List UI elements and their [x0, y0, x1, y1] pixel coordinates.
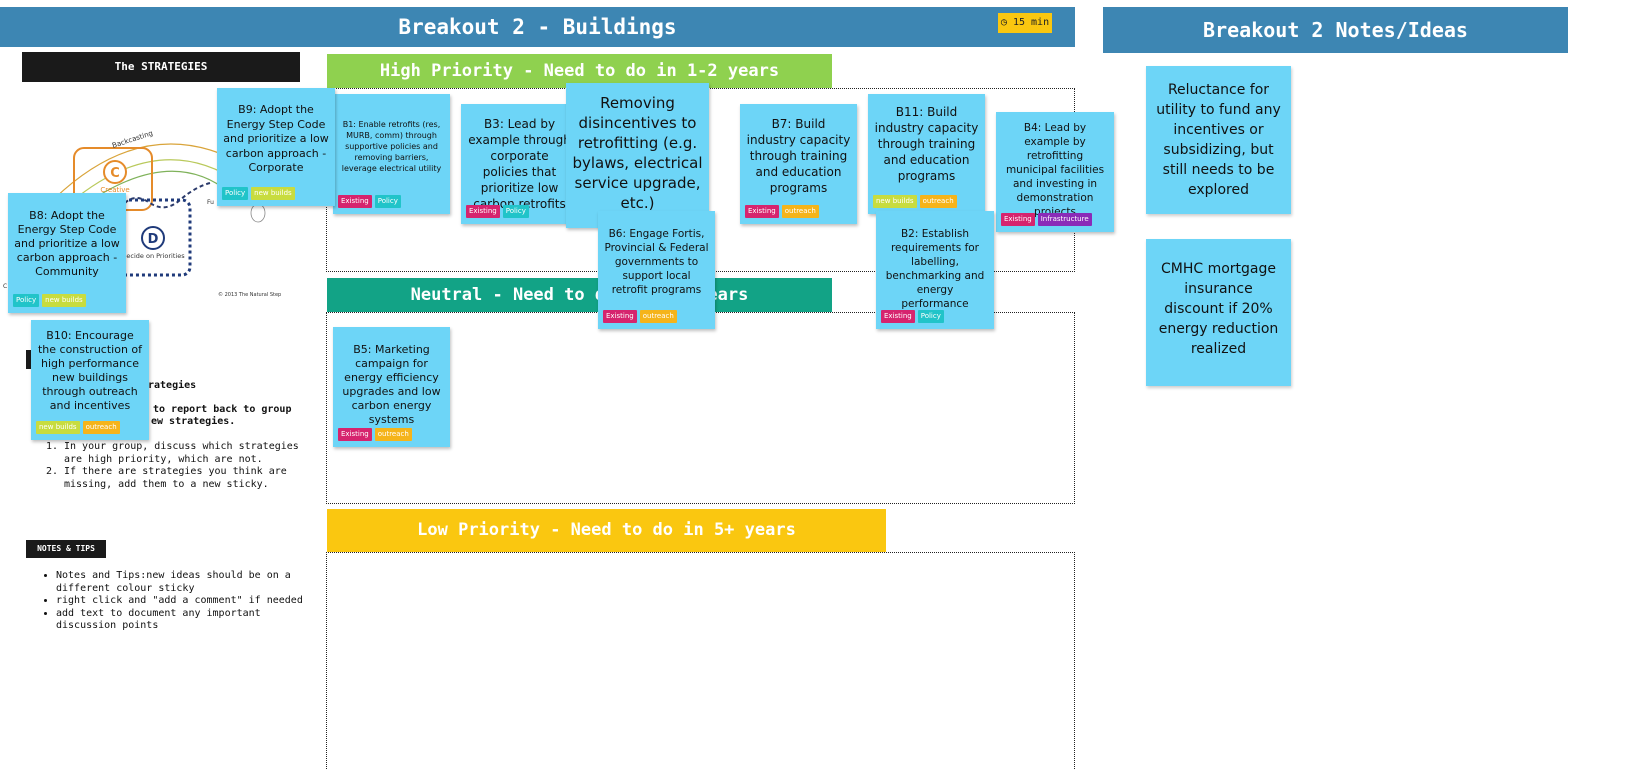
neutral-label: Neutral - Need to do in 3-5 years: [327, 278, 832, 312]
instructions-sub2: ew strategies.: [151, 416, 236, 427]
sticky-b1[interactable]: B1: Enable retrofits (res, MURB, comm) t…: [333, 94, 450, 214]
note-sticky-utility[interactable]: Reluctance for utility to fund any incen…: [1146, 66, 1291, 214]
tag-existing[interactable]: Existing: [1001, 213, 1035, 226]
tag-policy[interactable]: Policy: [222, 187, 249, 200]
sticky-b10[interactable]: B10: Encourage the construction of high …: [31, 320, 149, 440]
sticky-text: Removing disincentives to retrofitting (…: [572, 94, 703, 212]
strategies-label: The STRATEGIES: [22, 52, 300, 82]
sticky-b8[interactable]: B8: Adopt the Energy Step Code and prior…: [8, 193, 126, 313]
sticky-b3[interactable]: B3: Lead by example through corporate po…: [461, 104, 578, 224]
backcasting-diagram: C Creative Backcasting D Decide on Prior…: [3, 129, 281, 298]
sticky-b4[interactable]: B4: Lead by example by retrofitting muni…: [996, 112, 1114, 232]
tag-outreach[interactable]: outreach: [82, 421, 120, 434]
person-icon: [250, 203, 266, 223]
sticky-b6[interactable]: B6: Engage Fortis, Provincial & Federal …: [598, 211, 715, 329]
sticky-tags: Existing outreach: [745, 205, 819, 218]
tag-policy[interactable]: Policy: [374, 195, 401, 208]
tag-new-builds[interactable]: new builds: [873, 195, 917, 208]
backcasting-text: Backcasting: [111, 129, 154, 150]
tag-policy[interactable]: Policy: [502, 205, 529, 218]
notes-tips-label: NOTES & TIPS: [26, 540, 106, 558]
timer-text: 15 min: [1012, 17, 1050, 28]
tip-item: add text to document any important discu…: [56, 608, 316, 633]
sticky-tags: Existing Policy: [881, 310, 944, 323]
instructions-heading: rategies: [148, 380, 197, 391]
sticky-text: B2: Establish requirements for labelling…: [885, 228, 985, 310]
c-circle: [103, 160, 127, 184]
sticky-tags: Existing Policy: [466, 205, 529, 218]
sticky-tags: Existing Infrastructure: [1001, 213, 1092, 226]
notes-title-banner: Breakout 2 Notes/Ideas: [1103, 7, 1568, 53]
tag-policy[interactable]: Policy: [13, 294, 40, 307]
note-text: CMHC mortgage insurance discount if 20% …: [1158, 261, 1279, 357]
tag-outreach[interactable]: outreach: [919, 195, 957, 208]
note-sticky-cmhc[interactable]: CMHC mortgage insurance discount if 20% …: [1146, 239, 1291, 386]
sticky-tags: Policy new builds: [13, 294, 86, 307]
tag-existing[interactable]: Existing: [466, 205, 500, 218]
low-priority-zone[interactable]: [326, 552, 1075, 769]
board-title: Breakout 2 - Buildings: [398, 15, 677, 39]
tag-new-builds[interactable]: new builds: [36, 421, 80, 434]
sticky-text: B11: Build industry capacity through tra…: [874, 105, 979, 183]
tip-item: right click and "add a comment" if neede…: [56, 595, 316, 608]
creative-text: Creative: [100, 186, 129, 194]
instructions-sub1: to report back to group: [153, 404, 292, 415]
sticky-b2[interactable]: B2: Establish requirements for labelling…: [876, 211, 994, 329]
tag-existing[interactable]: Existing: [881, 310, 915, 323]
d-letter: D: [148, 232, 159, 247]
decide-text: Decide on Priorities: [121, 252, 185, 260]
sticky-text: B10: Encourage the construction of high …: [37, 329, 143, 412]
sticky-b5[interactable]: B5: Marketing campaign for energy effici…: [333, 327, 450, 447]
tag-new-builds[interactable]: new builds: [42, 294, 86, 307]
sticky-tags: new builds outreach: [36, 421, 120, 434]
d-circle: [141, 226, 165, 250]
tag-existing[interactable]: Existing: [338, 428, 372, 441]
instruction-step: If there are strategies you think are mi…: [64, 466, 319, 491]
tag-existing[interactable]: Existing: [745, 205, 779, 218]
sticky-tags: Policy new builds: [222, 187, 295, 200]
sticky-tags: Existing Policy: [338, 195, 401, 208]
instructions-steps: In your group, discuss which strategies …: [30, 441, 319, 491]
sticky-tags: new builds outreach: [873, 195, 957, 208]
sticky-text: B5: Marketing campaign for energy effici…: [342, 343, 441, 426]
sticky-removing-disincentives[interactable]: Removing disincentives to retrofitting (…: [566, 83, 709, 228]
sticky-text: B7: Build industry capacity through trai…: [746, 117, 851, 195]
clock-icon: ◷: [1000, 17, 1007, 28]
sticky-b11[interactable]: B11: Build industry capacity through tra…: [868, 94, 985, 214]
future-text: Fu: [207, 199, 214, 206]
sticky-tags: Existing outreach: [603, 310, 677, 323]
tag-outreach[interactable]: outreach: [374, 428, 412, 441]
timer-badge[interactable]: ◷ 15 min: [998, 13, 1052, 33]
tag-existing[interactable]: Existing: [603, 310, 637, 323]
sticky-text: B4: Lead by example by retrofitting muni…: [1005, 122, 1105, 218]
sticky-text: B1: Enable retrofits (res, MURB, comm) t…: [341, 120, 442, 173]
tag-policy[interactable]: Policy: [917, 310, 944, 323]
board-title-banner: Breakout 2 - Buildings: [0, 7, 1075, 47]
sticky-text: B8: Adopt the Energy Step Code and prior…: [14, 209, 120, 278]
diagram-edge-text: C: [3, 283, 7, 290]
low-priority-label: Low Priority - Need to do in 5+ years: [327, 509, 886, 552]
path-dashes: [124, 182, 211, 209]
tag-existing[interactable]: Existing: [338, 195, 372, 208]
tip-item: Notes and Tips:new ideas should be on a …: [56, 570, 316, 595]
sticky-b7[interactable]: B7: Build industry capacity through trai…: [740, 104, 857, 224]
notes-title: Breakout 2 Notes/Ideas: [1203, 18, 1468, 42]
c-letter: C: [110, 166, 120, 181]
sticky-text: B3: Lead by example through corporate po…: [468, 117, 571, 211]
tag-outreach[interactable]: outreach: [781, 205, 819, 218]
tips-list: Notes and Tips:new ideas should be on a …: [26, 570, 316, 633]
tag-outreach[interactable]: outreach: [639, 310, 677, 323]
high-priority-label: High Priority - Need to do in 1-2 years: [327, 54, 832, 88]
sticky-tags: Existing outreach: [338, 428, 412, 441]
tag-infrastructure[interactable]: Infrastructure: [1037, 213, 1092, 226]
instruction-step: In your group, discuss which strategies …: [64, 441, 319, 466]
sticky-b9[interactable]: B9: Adopt the Energy Step Code and prior…: [217, 88, 335, 206]
tag-new-builds[interactable]: new builds: [251, 187, 295, 200]
copyright-text: © 2013 The Natural Step: [218, 291, 281, 298]
sticky-text: B6: Engage Fortis, Provincial & Federal …: [604, 228, 709, 296]
note-text: Reluctance for utility to fund any incen…: [1156, 82, 1281, 198]
sticky-text: B9: Adopt the Energy Step Code and prior…: [223, 103, 329, 174]
